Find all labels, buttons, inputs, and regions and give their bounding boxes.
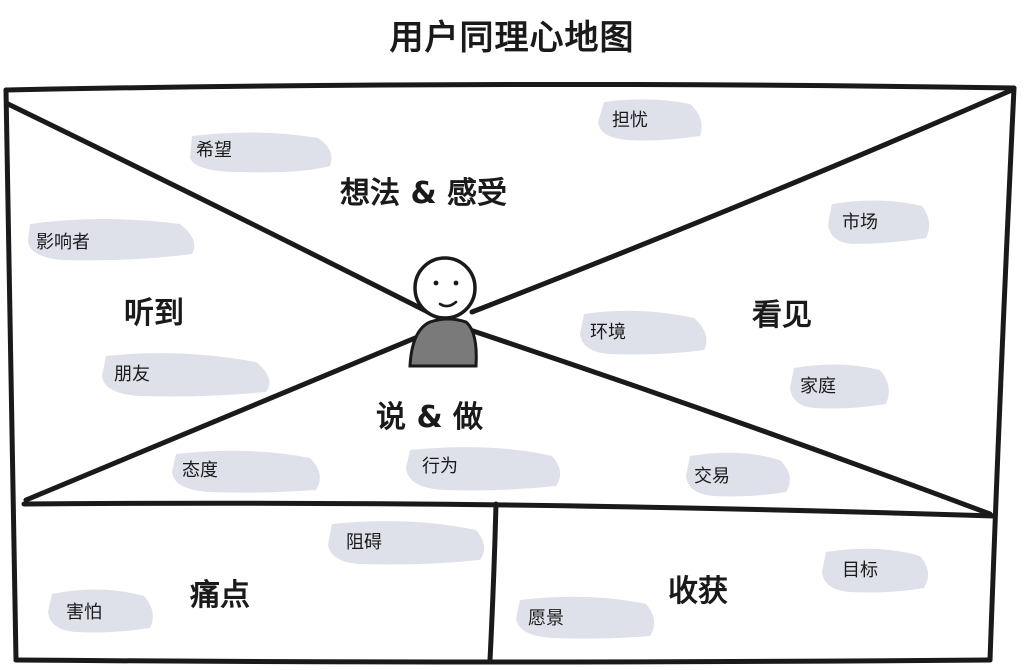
diagonal-top-right bbox=[469, 87, 1015, 315]
tag-blob-behavior bbox=[406, 447, 561, 491]
diagonal-bottom-right bbox=[467, 327, 993, 517]
tag-goal: 目标 bbox=[842, 560, 878, 581]
frame-bottom bbox=[13, 657, 993, 665]
diagonal-top-left bbox=[5, 101, 443, 321]
tag-wish: 愿景 bbox=[528, 608, 564, 629]
tag-behavior: 行为 bbox=[422, 456, 458, 477]
divider-vertical bbox=[487, 501, 499, 663]
tag-blob-worry bbox=[598, 99, 702, 141]
tag-blob-obstacle bbox=[328, 521, 485, 565]
tag-blob-environment bbox=[580, 310, 707, 355]
quadrant-say-do: 说 & 做 bbox=[376, 400, 484, 435]
quadrant-think-feel: 想法 & 感受 bbox=[340, 176, 508, 211]
tag-family: 家庭 bbox=[800, 376, 836, 397]
tag-blob-friends bbox=[102, 353, 270, 397]
frame-left bbox=[3, 87, 19, 663]
quadrant-pain: 痛点 bbox=[190, 578, 250, 613]
tag-hope: 希望 bbox=[196, 140, 232, 161]
tag-attitude: 态度 bbox=[182, 460, 218, 481]
tag-blob-fear bbox=[48, 589, 153, 633]
divider-horizontal bbox=[21, 500, 997, 519]
frame-lines bbox=[3, 81, 1017, 665]
tag-obstacle: 阻碍 bbox=[346, 532, 382, 553]
person-icon bbox=[408, 256, 478, 368]
tag-blob-wish bbox=[516, 596, 655, 639]
diagonal-bottom-left bbox=[23, 333, 423, 503]
quadrant-hear: 听到 bbox=[124, 296, 184, 331]
tag-environment: 环境 bbox=[590, 322, 626, 343]
tag-market: 市场 bbox=[842, 212, 878, 233]
tag-influencer: 影响者 bbox=[36, 232, 90, 253]
tag-blob-attitude bbox=[172, 450, 320, 493]
tag-blob-transaction bbox=[686, 452, 790, 497]
frame-top bbox=[3, 81, 1017, 93]
tag-worry: 担忧 bbox=[612, 110, 648, 131]
tag-blob-goal bbox=[822, 548, 929, 593]
tag-blob-family bbox=[790, 364, 889, 409]
quadrant-gain: 收获 bbox=[668, 574, 728, 609]
tag-blob-market bbox=[828, 200, 930, 244]
tag-blob-hope bbox=[190, 132, 332, 173]
tag-friends: 朋友 bbox=[114, 364, 150, 385]
tag-blob-influencer bbox=[28, 219, 195, 261]
tag-transaction: 交易 bbox=[694, 466, 730, 487]
frame-right bbox=[987, 85, 1017, 663]
quadrant-see: 看见 bbox=[752, 298, 812, 333]
page-title: 用户同理心地图 bbox=[389, 18, 635, 58]
tag-backgrounds bbox=[28, 99, 930, 639]
tag-fear: 害怕 bbox=[66, 602, 102, 623]
